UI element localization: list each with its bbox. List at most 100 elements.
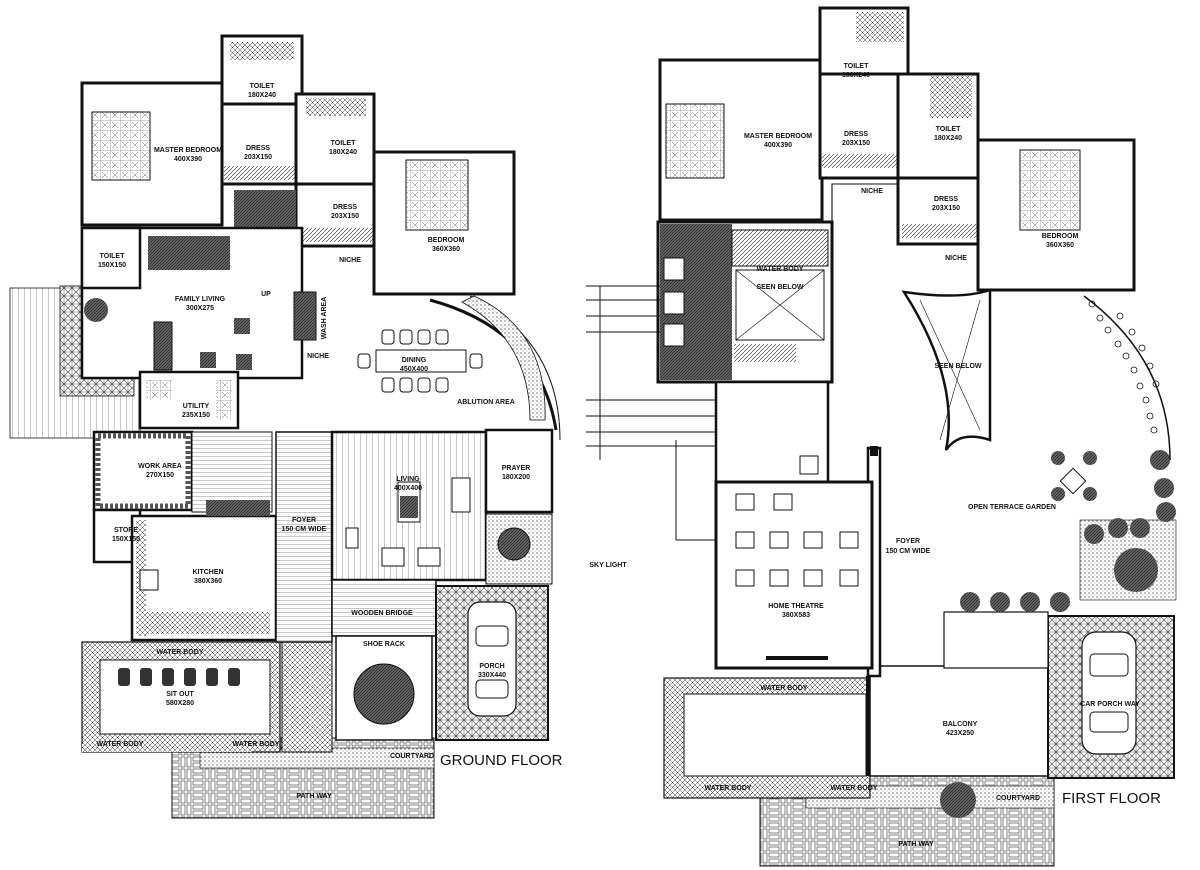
gf-foyer: [275, 431, 333, 643]
gf-tree-icon: [353, 663, 415, 725]
ff-path-way-name: PATH WAY: [898, 841, 934, 848]
gf-sit-out-size: 580X280: [166, 700, 194, 707]
gf-work-area-size: 270X150: [146, 472, 174, 479]
gf-work-area-name: WORK AREA: [138, 463, 182, 470]
ff-open-terrace-name: OPEN TERRACE GARDEN: [968, 504, 1056, 511]
ff-seen-below1-name: SEEN BELOW: [756, 284, 803, 291]
gf-toilet1-size: 180X240: [248, 92, 276, 99]
gf-bedroom-size: 360X360: [432, 246, 460, 253]
ff-sky-light-name: SKY LIGHT: [589, 562, 627, 569]
gf-up-label: UP: [261, 291, 271, 298]
ff-water-body-label-2: WATER BODY: [761, 685, 808, 692]
ff-car-icon: [1081, 631, 1137, 755]
gf-toilet2-size: 180X240: [329, 149, 357, 156]
gf-niche-label-2: NICHE: [307, 353, 329, 360]
gf-plant-icon: [84, 298, 108, 322]
first-floor-plan: [586, 6, 1177, 867]
gf-porch-name: PORCH: [479, 663, 504, 670]
ff-bedroom-name: BEDROOM: [1042, 233, 1079, 240]
gf-courtyard-label: COURTYARD: [390, 753, 434, 760]
gf-sitout-chairs: [118, 668, 240, 686]
ff-niche-label: NICHE: [861, 188, 883, 195]
ff-balcony: [869, 665, 1059, 777]
gf-store-name: STORE: [114, 527, 138, 534]
gf-foyer-name: FOYER: [292, 517, 316, 524]
gf-water-body-label-2: WATER BODY: [97, 741, 144, 748]
gf-store-size: 150X150: [112, 536, 140, 543]
gf-water-body-label-3: WATER BODY: [233, 741, 280, 748]
gf-toilet1-name: TOILET: [250, 83, 275, 90]
ff-title: FIRST FLOOR: [1062, 790, 1161, 807]
gf-dining-table: [357, 329, 483, 393]
ff-dress1-size: 203X150: [842, 140, 870, 147]
ff-home-theatre-name: HOME THEATRE: [768, 603, 824, 610]
gf-wooden-bridge: [331, 579, 437, 637]
ff-dress2-size: 203X150: [932, 205, 960, 212]
ff-dress1-name: DRESS: [844, 131, 868, 138]
gf-dress2-name: DRESS: [333, 204, 357, 211]
gf-prayer-name: PRAYER: [502, 465, 531, 472]
ff-sky-light-louvres: [586, 285, 720, 541]
ff-terrace-table: [1051, 451, 1097, 501]
gf-bedroom-name: BEDROOM: [428, 237, 465, 244]
gf-kitchen-size: 380X360: [194, 578, 222, 585]
ff-car-porch-name: CAR PORCH WAY: [1080, 701, 1140, 708]
ff-foyer-size: 150 CM WIDE: [886, 548, 931, 555]
gf-water-body-label: WATER BODY: [157, 649, 204, 656]
ff-niche-label-2: NICHE: [945, 255, 967, 262]
ff-balcony-size: 423X250: [946, 730, 974, 737]
ff-water-body-label: WATER BODY: [757, 266, 804, 273]
gf-path-way-name: PATH WAY: [296, 793, 332, 800]
ff-master-bedroom-size: 400X390: [764, 142, 792, 149]
ground-floor-plan: [9, 34, 561, 819]
gf-wooden-bridge-name: WOODEN BRIDGE: [351, 610, 413, 617]
ff-toilet2-size: 180X240: [934, 135, 962, 142]
gf-family-living-size: 300X275: [186, 305, 214, 312]
ff-labels: TOILET 180X240 MASTER BEDROOM 400X390 DR…: [589, 63, 1161, 848]
gf-niche-label: NICHE: [339, 257, 361, 264]
gf-toilet2-name: TOILET: [331, 140, 356, 147]
gf-car-icon: [467, 601, 517, 717]
gf-work-area: [92, 430, 194, 512]
gf-utility-size: 235X150: [182, 412, 210, 419]
ff-foyer-name: FOYER: [896, 538, 920, 545]
gf-ablution-label: ABLUTION AREA: [457, 399, 515, 406]
gf-toilet3-name: TOILET: [100, 253, 125, 260]
gf-master-bedroom-size: 400X390: [174, 156, 202, 163]
ff-courtyard-label: COURTYARD: [996, 795, 1040, 802]
ff-toilet1-size: 180X240: [842, 72, 870, 79]
gf-dining-size: 450X400: [400, 366, 428, 373]
gf-toilet3-size: 150X150: [98, 262, 126, 269]
ff-bedroom-size: 360X360: [1046, 242, 1074, 249]
gf-toilet3: [80, 226, 142, 290]
ff-toilet1-name: TOILET: [844, 63, 869, 70]
gf-title: GROUND FLOOR: [440, 752, 563, 769]
ff-water-body-label-3: WATER BODY: [705, 785, 752, 792]
gf-dress1-size: 203X150: [244, 154, 272, 161]
ff-water-body-label-4: WATER BODY: [831, 785, 878, 792]
gf-porch-size: 330X440: [478, 672, 506, 679]
ff-seen-below-void-2: [901, 288, 992, 451]
gf-wash-area-name: WASH AREA: [321, 297, 328, 340]
gf-dress2-size: 203X150: [331, 213, 359, 220]
gf-family-living-name: FAMILY LIVING: [175, 296, 226, 303]
gf-master-bedroom: [80, 81, 224, 227]
gf-sit-out-name: SIT OUT: [166, 691, 194, 698]
ff-balcony-name: BALCONY: [943, 721, 978, 728]
gf-living-name: LIVING: [396, 476, 420, 483]
gf-utility-name: UTILITY: [183, 403, 210, 410]
ff-dress2-name: DRESS: [934, 196, 958, 203]
ff-master-bedroom-name: MASTER BEDROOM: [744, 133, 812, 140]
gf-prayer: [484, 428, 554, 514]
gf-dress1-name: DRESS: [246, 145, 270, 152]
ff-toilet2-name: TOILET: [936, 126, 961, 133]
ff-home-theatre-size: 380X583: [782, 612, 810, 619]
gf-dining-name: DINING: [402, 357, 427, 364]
gf-kitchen-name: KITCHEN: [192, 569, 223, 576]
ff-seen-below2-name: SEEN BELOW: [934, 363, 981, 370]
gf-master-bedroom-name: MASTER BEDROOM: [154, 147, 222, 154]
gf-foyer-size: 150 CM WIDE: [282, 526, 327, 533]
ff-theatre-seats: [735, 493, 859, 660]
gf-shoe-rack-name: SHOE RACK: [363, 641, 405, 648]
